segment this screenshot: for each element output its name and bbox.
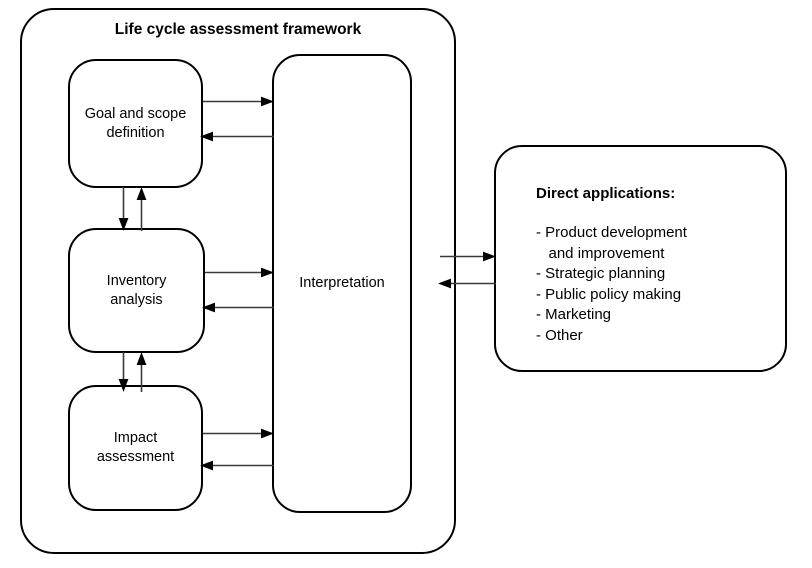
direct-applications-panel[interactable]: Direct applications: - Product developme… <box>494 145 787 372</box>
arrow-impact-to-inventory <box>136 352 147 392</box>
list-item: and improvement <box>536 244 665 262</box>
list-item: - Marketing <box>536 306 612 323</box>
list-item: - Product development <box>536 224 687 241</box>
list-item: - Strategic planning <box>536 265 666 282</box>
arrow-interpretation-to-impact <box>200 460 274 471</box>
stage-box-impact-assessment[interactable]: Impact assessment <box>68 385 203 511</box>
arrow-interpretation-to-inventory <box>202 302 274 313</box>
arrow-goal-scope-to-inventory <box>118 187 129 231</box>
list-item: - Public policy making <box>536 285 682 303</box>
stage-box-interpretation[interactable]: Interpretation <box>272 54 412 513</box>
arrow-impact-to-interpretation <box>203 428 274 439</box>
arrow-applications-to-framework <box>438 278 496 289</box>
stage-label-impact-assessment: Impact assessment <box>96 430 175 465</box>
direct-applications-list: - Product development and improvement - … <box>536 223 687 346</box>
list-item: - Other <box>536 326 583 344</box>
arrow-goal-scope-to-interpretation <box>203 96 274 107</box>
framework-title: Life cycle assessment framework <box>114 21 362 38</box>
stage-box-inventory-analysis[interactable]: Inventory analysis <box>68 228 205 353</box>
arrow-inventory-to-impact <box>118 352 129 392</box>
stage-label-interpretation: Interpretation <box>299 275 385 291</box>
arrow-interpretation-to-goal-scope <box>200 131 274 142</box>
stage-label-inventory-analysis: Inventory analysis <box>106 272 167 308</box>
arrow-inventory-to-goal-scope <box>136 187 147 231</box>
stage-box-goal-and-scope-definition[interactable]: Goal and scope definition <box>68 59 203 188</box>
stage-label-goal-and-scope-definition: Goal and scope definition <box>84 105 187 141</box>
arrow-framework-to-applications <box>440 251 496 262</box>
arrow-inventory-to-interpretation <box>205 267 274 278</box>
direct-applications-title: Direct applications: <box>536 185 676 202</box>
